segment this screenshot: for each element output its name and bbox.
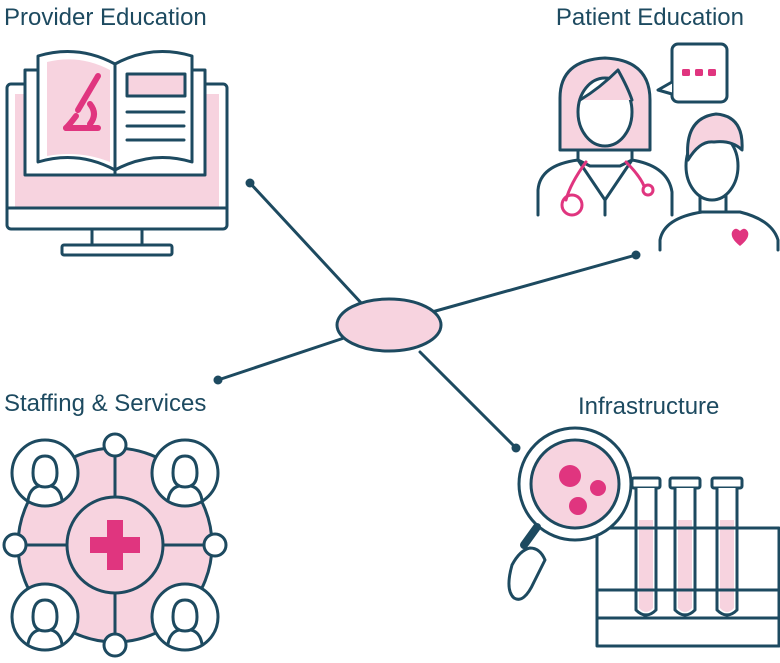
connector-lines: [216, 181, 638, 450]
connector-endpoints: [213, 178, 641, 453]
hub-ellipse: [335, 297, 443, 353]
computer-book-microscope-icon: [5, 50, 229, 257]
node-label-patient-education: Patient Education: [555, 4, 744, 31]
node-label-provider-education: Provider Education: [4, 4, 207, 31]
node-label-staffing-services: Staffing & Services: [4, 390, 207, 417]
medical-team-network-icon: [2, 432, 228, 658]
magnifier-test-tubes-icon: [507, 426, 780, 648]
node-label-infrastructure: Infrastructure: [578, 393, 720, 420]
doctor-patient-chat-icon: [536, 42, 780, 252]
